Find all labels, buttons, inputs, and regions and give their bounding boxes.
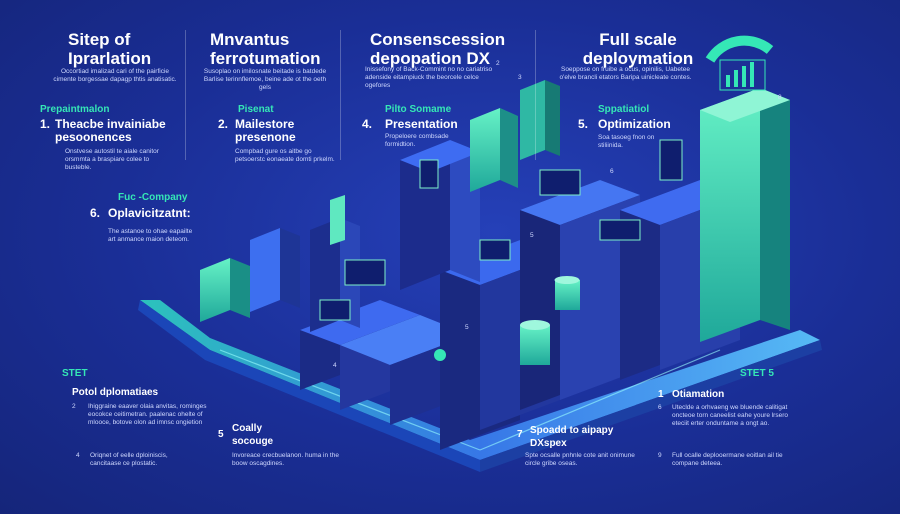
col2-title: Mnvantus ferrotumation (210, 30, 321, 68)
bottom-right-text3: Full ocalle deplooermane eoitlan ail tie… (672, 452, 783, 467)
scene-step-label: 2 (496, 60, 500, 67)
bottom-left-num1: 2 (72, 403, 76, 410)
col2-item-desc: Compbad gure os aitbe go petsoerstc eona… (235, 148, 335, 163)
col3-sub: Pilto Somame (385, 104, 452, 115)
col1-desc: Occortiad imalizad cari of the pairficie… (53, 68, 177, 83)
bottom-right-sub: Otiamation (672, 389, 725, 400)
bottom-mid-title: Coally socouge (232, 423, 274, 447)
green-accents (434, 276, 580, 365)
col4-item-desc: Soa tasoeg fnon on stiliinida. (598, 134, 655, 149)
left-towers (200, 195, 360, 332)
tall-right-tower (700, 35, 790, 342)
bottom-left-text1: Ihiggraine eaaver olaia anvitas, rominge… (88, 403, 207, 426)
col2-item-num: 2. (218, 117, 229, 131)
scene-step-label: 6 (610, 168, 614, 175)
column-divider (185, 30, 186, 160)
scene-step-label: 3 (518, 74, 522, 81)
bottom-left-text2: Oriqnet of eelle dploiniscis, cancitaase… (90, 452, 168, 467)
path-line-right (479, 349, 721, 451)
col4-item-num: 5. (578, 117, 589, 131)
col4-title: Full scale deploymation (582, 30, 694, 68)
base-platform-edge (138, 300, 480, 472)
col2-item-title: Mailestore presenone (235, 117, 296, 144)
bottom-mid-num: 5 (218, 429, 224, 440)
step7-text: Spte ocsalle pnhnle cote anit onimune ci… (525, 452, 635, 467)
column-divider (535, 30, 536, 160)
col3-item-desc: Propeloere combsade formidtion. (385, 133, 449, 148)
col4-item-title: Optimization (598, 117, 671, 131)
arc-icon (705, 35, 774, 63)
col4-desc: Soeppose on fruibe a ocus, opinilis, Uab… (559, 66, 692, 81)
scene-step-label: 8 (778, 94, 782, 101)
base-platform (140, 300, 820, 460)
bottom-right-num2: 6 (658, 404, 662, 411)
col2-sub: Pisenat (238, 104, 274, 115)
scene-step-label: 4 (333, 362, 337, 369)
screen-icons (319, 139, 683, 321)
col1-item-desc: Onstvese autostil te aiale canitor orsmm… (65, 148, 159, 171)
col5-item-title: Oplavicitzatnt: (108, 206, 191, 220)
col3-item-title: Presentation (385, 117, 458, 131)
bottom-right-text2: Uteclde a orhvaeng we bluende calitigat … (672, 404, 788, 427)
column-divider (340, 30, 341, 160)
scene-step-label: 5 (465, 324, 469, 331)
bottom-right-num3: 9 (658, 452, 662, 459)
col4-sub: Sppatiatiol (598, 104, 650, 115)
bottom-left-sub: Potol dplomatiaes (72, 387, 159, 398)
col1-item-title: Theacbe invainiabe pesoonences (55, 117, 166, 144)
col1-sub: Prepaintmalon (40, 104, 110, 115)
step7-num: 7 (517, 429, 523, 440)
col3-desc: Inissefony of Back-Commint no no cariatr… (365, 66, 493, 89)
step7-title: Spoadd to aipapy DXspex (530, 425, 614, 449)
bottom-right-num1: 1 (658, 389, 664, 400)
bottom-mid-text: Invoreace crecbuelanon. huma in the boow… (232, 452, 339, 467)
col1-item-num: 1. (40, 117, 51, 131)
col3-title: Consenscession depopation DX (370, 30, 506, 68)
scene-step-label: 5 (530, 232, 534, 239)
col5-item-num: 6. (90, 206, 101, 220)
bottom-left-title: STET (62, 368, 88, 379)
bottom-right-title: STET 5 (740, 368, 774, 379)
col2-desc: Susoplao on imilosnate beitade is batded… (203, 68, 327, 91)
col1-title: Sitep of Iprarlation (68, 30, 152, 68)
col3-item-num: 4. (362, 117, 373, 131)
col5-sub: Fuc -Company (118, 192, 188, 203)
bottom-left-num2: 4 (76, 452, 80, 459)
col5-item-desc: The astanoe to ohae eapailte art anmance… (108, 228, 193, 243)
base-platform-edge-right (480, 340, 822, 472)
